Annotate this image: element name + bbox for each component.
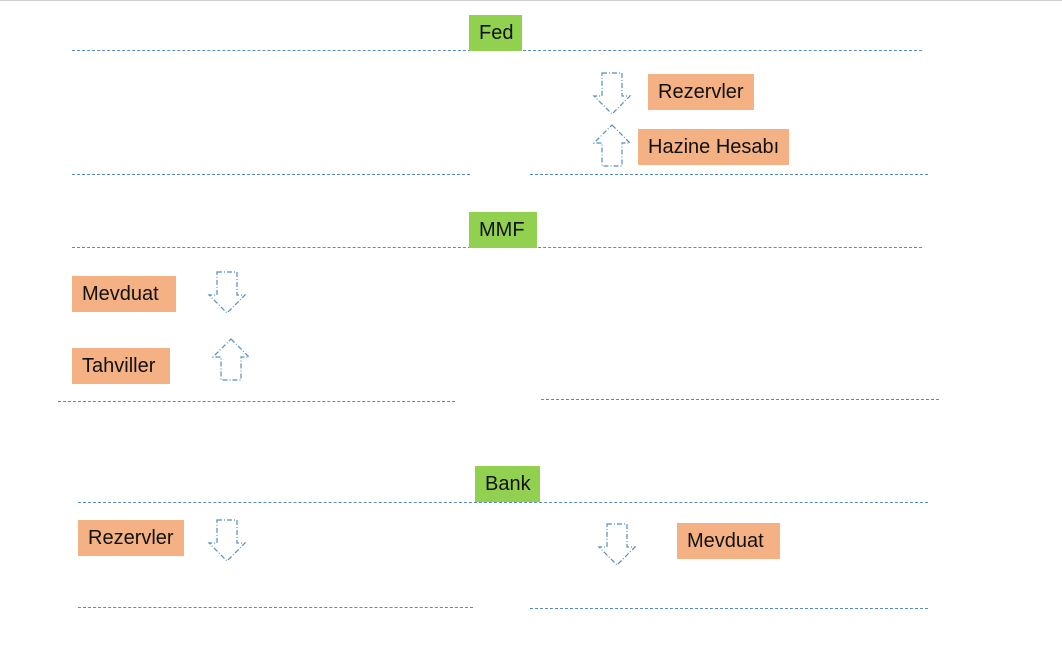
- bank-deposits-label: Mevduat: [677, 523, 780, 559]
- bank-reserves-label: Rezervler: [78, 520, 184, 556]
- bank-reserves-down-arrow-icon: [207, 519, 247, 562]
- bank-deposits-down-arrow-icon: [597, 523, 637, 566]
- bank-title: Bank: [475, 466, 540, 502]
- mmf-deposits-label: Mevduat: [72, 276, 176, 312]
- fed-treasury-up-arrow-icon: [592, 124, 632, 167]
- fed-title: Fed: [469, 15, 522, 51]
- mmf-bottom-line-left: [58, 401, 455, 402]
- bank-bottom-line-left: [78, 607, 473, 608]
- fed-reserves-label: Rezervler: [648, 74, 754, 110]
- mmf-deposits-down-arrow-icon: [207, 271, 247, 314]
- bank-bottom-line-right: [530, 608, 928, 609]
- fed-bottom-line-left: [72, 174, 470, 175]
- top-border: [0, 0, 1062, 1]
- fed-bottom-line-right: [530, 174, 928, 175]
- bank-top-line: [78, 502, 928, 503]
- fed-treasury-account-label: Hazine Hesabı: [638, 129, 789, 165]
- mmf-bottom-line-right: [541, 399, 939, 400]
- mmf-bonds-label: Tahviller: [72, 348, 170, 384]
- mmf-title: MMF: [469, 212, 537, 248]
- fed-reserves-down-arrow-icon: [592, 72, 632, 115]
- mmf-bonds-up-arrow-icon: [211, 338, 251, 381]
